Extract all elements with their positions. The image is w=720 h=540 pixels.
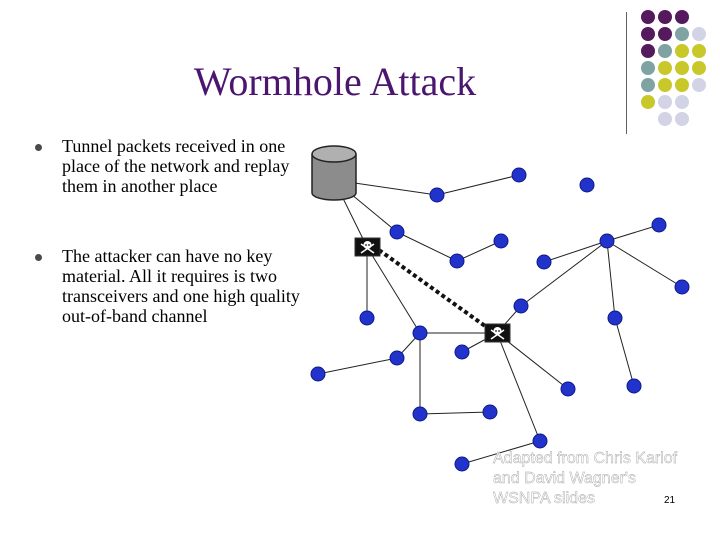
decor-dot <box>658 78 672 92</box>
network-link <box>456 240 502 262</box>
decor-dot <box>675 27 689 41</box>
decor-dot <box>658 112 672 126</box>
decor-dot <box>675 10 689 24</box>
network-link <box>520 240 608 307</box>
attacker-node-2 <box>484 323 511 343</box>
decor-dot <box>658 10 672 24</box>
network-link <box>543 240 608 263</box>
decor-dot <box>692 61 706 75</box>
sensor-node <box>389 224 405 240</box>
decor-dot <box>641 61 655 75</box>
bullet-text-1: Tunnel packets received in one place of … <box>62 136 290 196</box>
decor-dot <box>675 95 689 109</box>
sensor-node <box>429 187 445 203</box>
decor-dot <box>658 27 672 41</box>
title-divider <box>626 12 627 134</box>
skull-crossbones-icon <box>490 327 505 340</box>
skull-crossbones-icon <box>360 241 375 254</box>
sensor-node <box>482 404 498 420</box>
decor-dot <box>641 10 655 24</box>
network-link <box>614 317 635 387</box>
network-link <box>419 411 491 415</box>
decor-dot <box>641 95 655 109</box>
database-icon <box>311 145 357 201</box>
sensor-node <box>599 233 615 249</box>
decor-dot <box>675 61 689 75</box>
attacker-node-1 <box>354 237 381 257</box>
decor-dot <box>658 61 672 75</box>
sensor-node <box>626 378 642 394</box>
network-link <box>496 332 541 442</box>
sensor-node <box>536 254 552 270</box>
sensor-node <box>310 366 326 382</box>
bullet-marker-1 <box>35 144 42 151</box>
decor-dot <box>641 27 655 41</box>
decor-dot <box>641 78 655 92</box>
decor-dot <box>675 78 689 92</box>
sensor-node <box>511 167 527 183</box>
page-number: 21 <box>664 495 676 506</box>
sensor-node <box>454 344 470 360</box>
decor-dot <box>692 44 706 58</box>
corner-dot-grid <box>641 10 706 126</box>
bullet-text-2: The attacker can have no key material. A… <box>62 246 300 326</box>
sensor-node <box>532 433 548 449</box>
sensor-node <box>579 177 595 193</box>
network-link <box>366 246 421 334</box>
decor-dot <box>658 44 672 58</box>
sensor-node <box>412 406 428 422</box>
sensor-node <box>560 381 576 397</box>
decor-dot <box>692 27 706 41</box>
decor-dot <box>692 78 706 92</box>
sensor-node <box>389 350 405 366</box>
bullet-marker-2 <box>35 254 42 261</box>
network-link <box>606 240 616 319</box>
sensor-node <box>449 253 465 269</box>
sensor-node <box>454 456 470 472</box>
sensor-node <box>513 298 529 314</box>
wormhole-tunnel <box>377 248 494 333</box>
sensor-node <box>412 325 428 341</box>
sensor-node <box>359 310 375 326</box>
sensor-node <box>651 217 667 233</box>
sensor-node <box>607 310 623 326</box>
network-link <box>461 440 541 465</box>
sensor-node <box>674 279 690 295</box>
page-title: Wormhole Attack <box>193 59 477 104</box>
credit-note: Adapted from Chris Karlof and David Wagn… <box>493 450 678 507</box>
network-link <box>317 357 398 375</box>
sensor-node <box>493 233 509 249</box>
decor-dot <box>641 44 655 58</box>
decor-dot <box>675 112 689 126</box>
decor-dot <box>658 95 672 109</box>
decor-dot <box>675 44 689 58</box>
network-link <box>436 174 520 196</box>
network-link <box>606 224 660 242</box>
network-link <box>606 240 683 288</box>
network-link <box>396 231 458 262</box>
